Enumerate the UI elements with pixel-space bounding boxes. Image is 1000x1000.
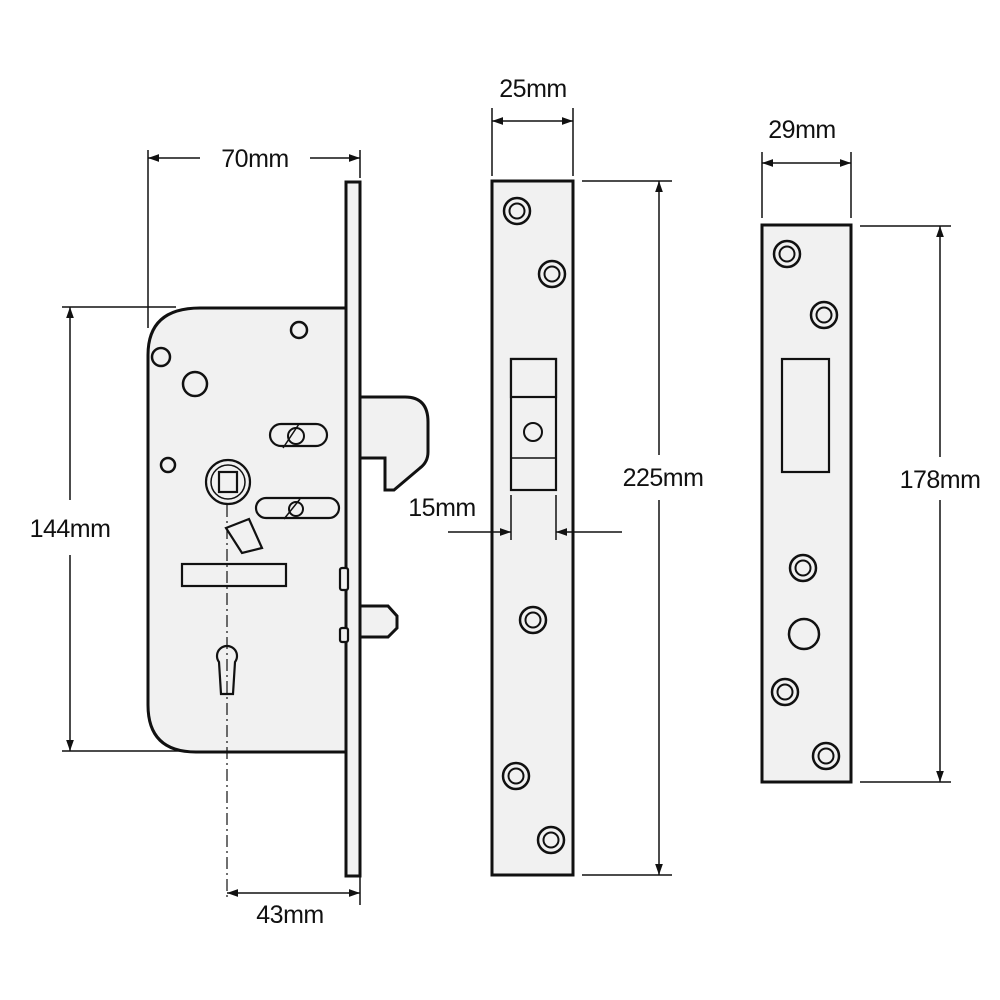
forend-plate bbox=[344, 180, 362, 878]
spindle-square bbox=[217, 470, 239, 494]
faceplate-view bbox=[490, 179, 575, 877]
dim-case-height: 144mm bbox=[30, 515, 111, 543]
screw-hole bbox=[772, 239, 802, 269]
strike-plate-view bbox=[760, 223, 853, 784]
screw-hole bbox=[809, 300, 839, 330]
dim-strike-width: 29mm bbox=[768, 116, 835, 144]
dim-faceplate-width: 25mm bbox=[499, 75, 566, 103]
case-hole bbox=[159, 456, 177, 474]
bolt-guide-upper bbox=[338, 566, 350, 592]
strike-dimensions: 29mm 178mm bbox=[761, 116, 981, 783]
follower-inner bbox=[210, 464, 246, 500]
case-hole bbox=[289, 320, 309, 340]
latch-face bbox=[509, 357, 558, 399]
screw-hole bbox=[536, 825, 566, 855]
screw-hole bbox=[811, 741, 841, 771]
case-dimensions: 70mm 144mm 43mm bbox=[30, 145, 361, 929]
slot-mark bbox=[283, 498, 301, 520]
latch-bolt bbox=[358, 395, 430, 492]
faceplate bbox=[490, 179, 575, 877]
screw-hole bbox=[788, 553, 818, 583]
bolt-guide-lower bbox=[338, 626, 350, 644]
lever bbox=[224, 517, 264, 555]
slot-mark bbox=[282, 423, 300, 449]
dim-bolt-width: 15mm bbox=[408, 494, 475, 522]
dim-backset: 43mm bbox=[256, 901, 323, 929]
slot-pin bbox=[288, 501, 304, 517]
dim-faceplate-length: 225mm bbox=[623, 464, 704, 492]
screw-hole bbox=[770, 677, 800, 707]
screw-hole bbox=[537, 259, 567, 289]
dim-case-width: 70mm bbox=[221, 145, 288, 173]
screw-hole bbox=[501, 761, 531, 791]
strike-opening bbox=[780, 357, 831, 474]
strike-bolt-hole bbox=[787, 617, 821, 651]
screw-hole bbox=[502, 196, 532, 226]
latch-pin-hole bbox=[523, 422, 543, 442]
tumbler-bar bbox=[180, 562, 288, 588]
dim-strike-length: 178mm bbox=[900, 466, 981, 494]
screw-hole bbox=[518, 605, 548, 635]
dead-bolt bbox=[358, 604, 399, 639]
faceplate-dimensions: 25mm 225mm 15mm bbox=[408, 75, 704, 876]
case-hole bbox=[181, 370, 209, 398]
case-hole bbox=[150, 346, 172, 368]
lock-case-view bbox=[146, 180, 430, 900]
